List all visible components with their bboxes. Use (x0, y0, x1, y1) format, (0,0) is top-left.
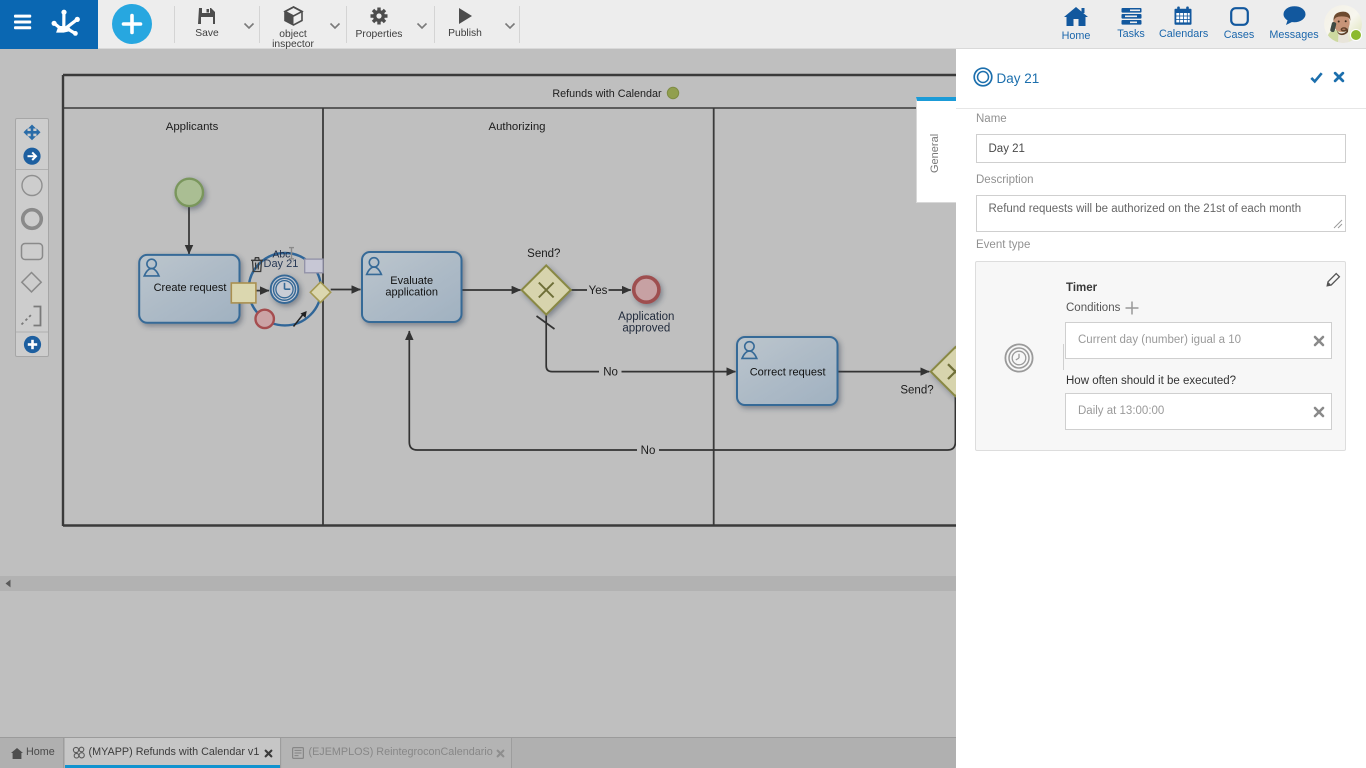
svg-text:application: application (385, 287, 438, 299)
svg-text:Day 21: Day 21 (264, 258, 299, 270)
svg-text:Send?: Send? (527, 248, 560, 260)
svg-text:No: No (641, 445, 656, 457)
svg-text:Yes: Yes (589, 285, 608, 297)
svg-text:Authorizing: Authorizing (489, 121, 546, 133)
svg-text:Application: Application (618, 311, 674, 323)
svg-text:Correct request: Correct request (750, 367, 826, 379)
svg-text:Evaluate: Evaluate (390, 275, 433, 287)
svg-text:Abc: Abc (273, 250, 291, 261)
svg-text:approved: approved (622, 322, 670, 334)
svg-text:Send?: Send? (900, 385, 933, 397)
svg-text:Create request: Create request (154, 282, 227, 294)
svg-text:Applicants: Applicants (166, 121, 219, 133)
svg-text:No: No (603, 366, 618, 378)
svg-text:Refunds with Calendar: Refunds with Calendar (552, 88, 662, 100)
